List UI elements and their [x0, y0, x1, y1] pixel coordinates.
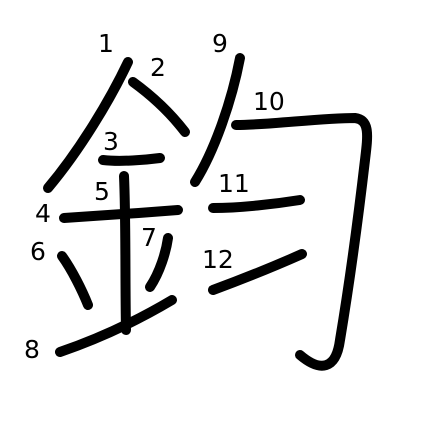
stroke-number-12: 12: [202, 245, 234, 274]
stroke-9: [190, 53, 245, 187]
stroke-number-5: 5: [94, 177, 110, 206]
stroke-8: [55, 295, 177, 357]
stroke-number-7: 7: [141, 223, 157, 252]
stroke-12: [208, 249, 307, 295]
stroke-6: [57, 251, 93, 310]
stroke-number-11: 11: [218, 169, 250, 198]
stroke-10: [231, 113, 373, 371]
stroke-11: [208, 195, 305, 213]
stroke-2: [128, 77, 190, 137]
stroke-5: [119, 171, 131, 335]
stroke-number-1: 1: [98, 29, 114, 58]
stroke-4: [59, 205, 183, 223]
stroke-1: [43, 57, 133, 193]
stroke-number-10: 10: [253, 87, 285, 116]
stroke-number-6: 6: [30, 237, 46, 266]
stroke-number-3: 3: [103, 127, 119, 156]
stroke-number-9: 9: [212, 29, 228, 58]
stroke-7: [145, 233, 173, 292]
stroke-number-4: 4: [35, 199, 51, 228]
strokes-group: [43, 53, 373, 371]
stroke-number-2: 2: [150, 53, 166, 82]
stroke-numbers: 1 2 3 4 5 6 7 8 9 10 11 12: [24, 29, 285, 364]
stroke-number-8: 8: [24, 335, 40, 364]
stroke-3: [98, 153, 165, 166]
